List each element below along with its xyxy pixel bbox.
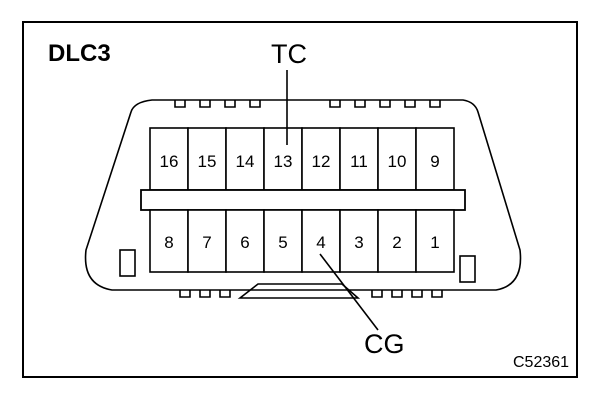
figure-code: C52361: [513, 354, 570, 371]
diagram-frame: [22, 21, 578, 378]
pin-label-15: 15: [198, 152, 217, 171]
pin-label-5: 5: [278, 233, 287, 252]
pin-label-12: 12: [312, 152, 331, 171]
pin-label-6: 6: [240, 233, 249, 252]
pin-cell-12: [301, 127, 341, 191]
connector-key: [237, 283, 361, 299]
pin-cell-7: [187, 209, 227, 273]
cg-label: CG: [364, 329, 405, 359]
pin-label-16: 16: [160, 152, 179, 171]
pin-row-bottom: 8 7 6 5 4 3 2 1: [149, 209, 455, 273]
pin-label-4: 4: [316, 233, 325, 252]
pin-row-top: 16 15 14 13 12 11 10 9: [149, 127, 455, 191]
pin-label-1: 1: [430, 233, 439, 252]
pin-label-10: 10: [388, 152, 407, 171]
left-latch: [119, 249, 136, 277]
cg-leader-line: [319, 253, 379, 331]
pin-label-7: 7: [202, 233, 211, 252]
pin-cell-6: [225, 209, 265, 273]
pin-cell-4: [301, 209, 341, 273]
tc-label: TC: [271, 39, 307, 69]
pin-label-3: 3: [354, 233, 363, 252]
top-rib-notches: [174, 100, 441, 108]
right-latch: [459, 255, 476, 283]
pin-label-11: 11: [350, 152, 368, 171]
pin-cell-9: [415, 127, 455, 191]
pin-cell-3: [339, 209, 379, 273]
pin-cell-8: [149, 209, 189, 273]
pin-label-14: 14: [236, 152, 255, 171]
bottom-rib-notches: [179, 290, 443, 298]
pin-cell-1: [415, 209, 455, 273]
connector-housing: [84, 99, 522, 291]
connector-title: DLC3: [48, 40, 111, 67]
pin-label-8: 8: [164, 233, 173, 252]
center-divider: [140, 189, 466, 211]
pin-label-9: 9: [430, 152, 439, 171]
pin-cell-14: [225, 127, 265, 191]
pin-label-2: 2: [392, 233, 401, 252]
pin-cell-10: [377, 127, 417, 191]
pin-label-13: 13: [274, 152, 293, 171]
